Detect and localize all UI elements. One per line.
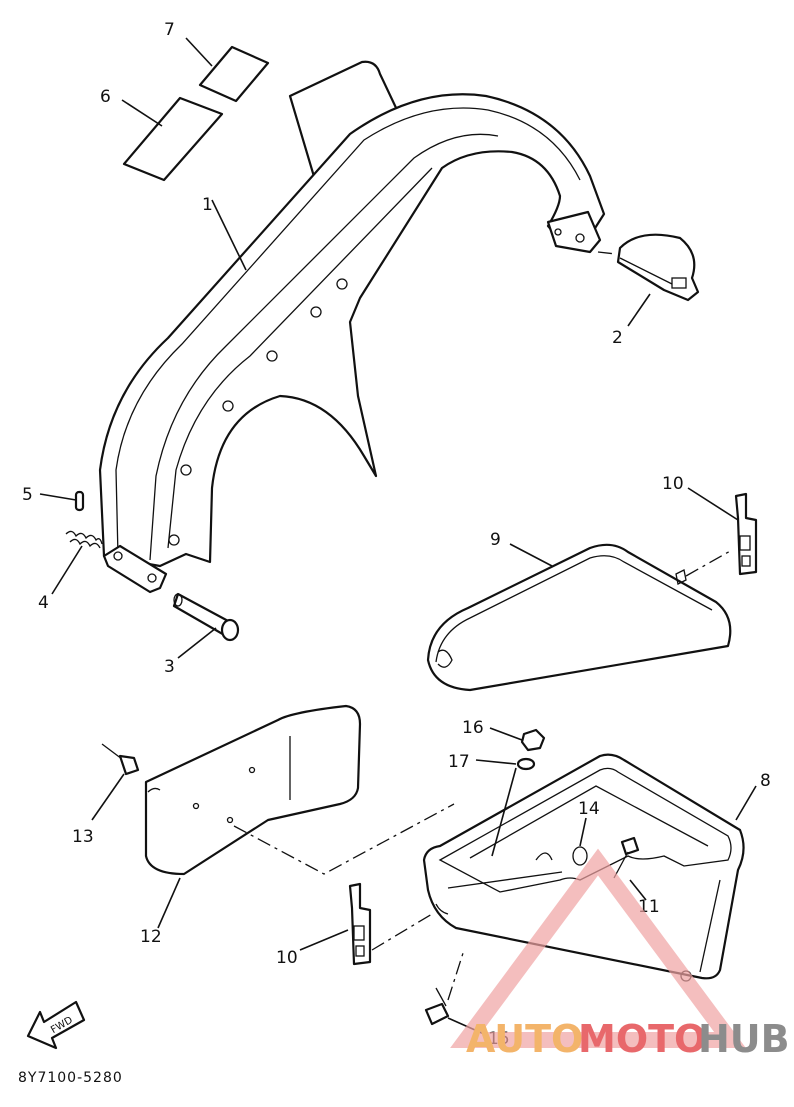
callout-5: 5 — [22, 485, 33, 505]
callout-13: 13 — [72, 827, 94, 847]
watermark-part-3: HUB — [698, 1017, 790, 1061]
latch-2 — [597, 233, 700, 302]
watermark-part-2: MOTO — [578, 1017, 706, 1061]
callout-9: 9 — [490, 530, 501, 550]
washer-17 — [516, 757, 536, 771]
callout-7: 7 — [164, 20, 175, 40]
callout-10-lower: 10 — [276, 948, 298, 968]
callout-14: 14 — [578, 799, 600, 819]
leader-lines — [39, 37, 757, 1035]
fwd-arrow-icon: FWD — [26, 1000, 86, 1050]
spring-4 — [65, 530, 103, 549]
callout-8: 8 — [760, 771, 771, 791]
bolt-15 — [424, 949, 465, 1026]
rear-fender-1 — [98, 60, 606, 594]
clip-10-upper — [734, 492, 758, 576]
callout-17: 17 — [448, 752, 470, 772]
pin-5 — [74, 490, 85, 512]
callout-10-upper: 10 — [662, 474, 684, 494]
hinge-pin-3 — [172, 592, 240, 642]
callout-4: 4 — [38, 593, 49, 613]
callout-1: 1 — [202, 195, 213, 215]
decal-6 — [122, 96, 224, 182]
clip-10-lower — [348, 882, 433, 966]
callout-numbers: 7 6 1 2 5 4 3 10 9 8 16 17 14 11 13 12 1… — [22, 20, 771, 1049]
diagram-code: 8Y7100-5280 — [18, 1070, 123, 1086]
callout-3: 3 — [164, 657, 175, 677]
callout-12: 12 — [140, 927, 162, 947]
side-cover-12 — [144, 704, 362, 876]
decal-7 — [198, 45, 270, 103]
nut-16 — [520, 728, 546, 752]
screw-13 — [101, 743, 140, 776]
callout-6: 6 — [100, 87, 111, 107]
watermark-part-1: AUTO — [466, 1017, 583, 1061]
side-cover-9 — [426, 543, 733, 692]
watermark: AUTO MOTO HUB — [450, 848, 790, 1061]
watermark-triangle-icon — [450, 848, 746, 1048]
callout-2: 2 — [612, 328, 623, 348]
callout-16: 16 — [462, 718, 484, 738]
